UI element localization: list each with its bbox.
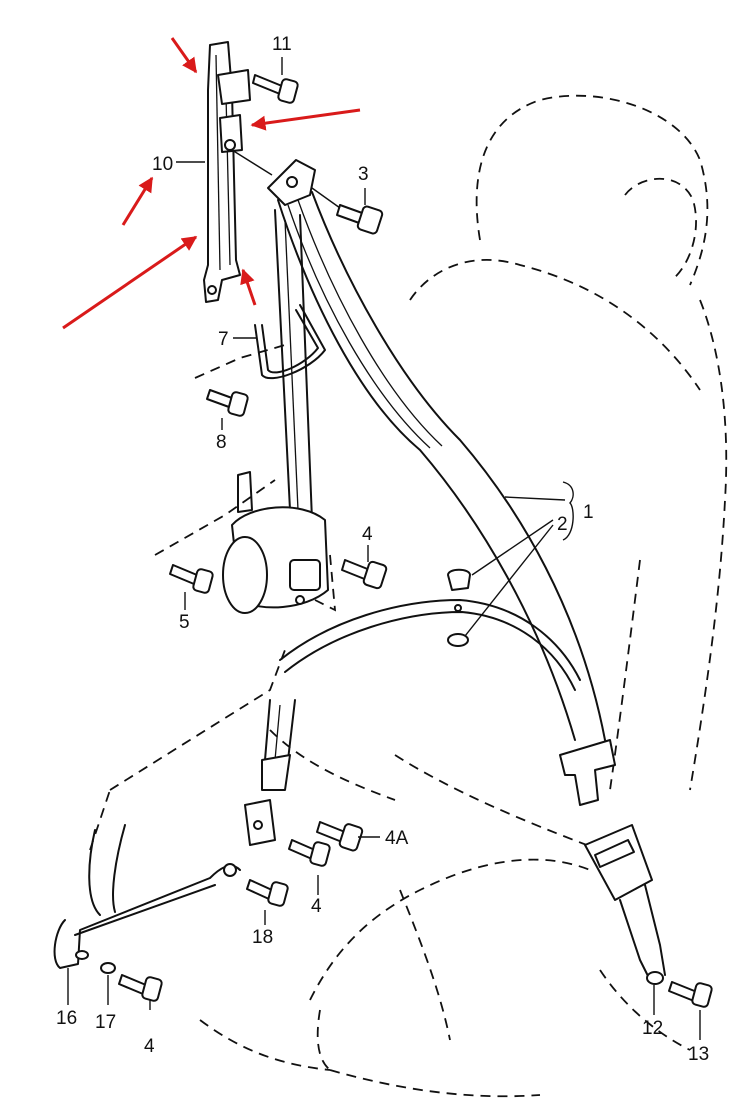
- belt-retractor: [222, 471, 329, 614]
- bolt-3-icon: [311, 187, 384, 235]
- sill-bar: [53, 863, 241, 969]
- callout-1: 1: [583, 502, 594, 523]
- washer-17-icon: [100, 962, 116, 974]
- callout-8: 8: [216, 432, 227, 453]
- bolt-4-bottom-icon: [118, 974, 163, 1002]
- callout-4a: 4A: [385, 828, 409, 849]
- highlight-arrow-2: [250, 108, 361, 131]
- shoulder-belt: [267, 159, 606, 741]
- bolt-4-retractor-icon: [341, 559, 388, 590]
- bolt-11-icon: [252, 74, 299, 104]
- cover-cap-2-icon: [447, 568, 471, 647]
- highlight-arrows: [62, 37, 361, 330]
- floor-anchor-plate: [244, 799, 276, 846]
- belt-latch: [559, 739, 616, 806]
- lap-belt: [88, 599, 581, 916]
- callout-16: 16: [56, 1008, 77, 1029]
- callout-5: 5: [179, 612, 190, 633]
- callout-7: 7: [218, 329, 229, 350]
- highlight-arrow-3: [121, 176, 154, 226]
- callout-4-bottom: 4: [144, 1036, 155, 1057]
- callout-4-lower: 4: [311, 896, 322, 917]
- bolt-8-icon: [206, 389, 249, 417]
- callout-10: 10: [152, 154, 173, 175]
- assembly-lines: [89, 344, 337, 851]
- highlight-arrow-5: [240, 268, 257, 306]
- bolt-4-lower-icon: [288, 839, 331, 867]
- height-adjuster-rail: [203, 41, 273, 303]
- bolt-13-icon: [668, 981, 713, 1008]
- highlight-arrow-4: [62, 235, 198, 330]
- callout-labels: 11 3 10 7 8 4 5 2 1 4A 4 18 16 17 4 12 1…: [56, 34, 709, 1065]
- bolt-18-icon: [246, 879, 289, 907]
- highlight-arrow-1: [170, 37, 198, 74]
- bolt-5-icon: [169, 564, 214, 594]
- callout-4-retractor: 4: [362, 524, 373, 545]
- callout-2: 2: [557, 514, 568, 535]
- buckle: [584, 824, 666, 985]
- leader-lines: [67, 57, 701, 1040]
- callout-3: 3: [358, 164, 369, 185]
- bolt-4a-icon: [316, 821, 364, 852]
- callout-11: 11: [272, 34, 292, 55]
- seat-outline: [199, 94, 728, 1098]
- callout-12: 12: [642, 1018, 663, 1039]
- callout-18: 18: [252, 927, 273, 948]
- callout-13: 13: [688, 1044, 709, 1065]
- belt-guide-7: [254, 304, 326, 380]
- callout-17: 17: [95, 1012, 116, 1033]
